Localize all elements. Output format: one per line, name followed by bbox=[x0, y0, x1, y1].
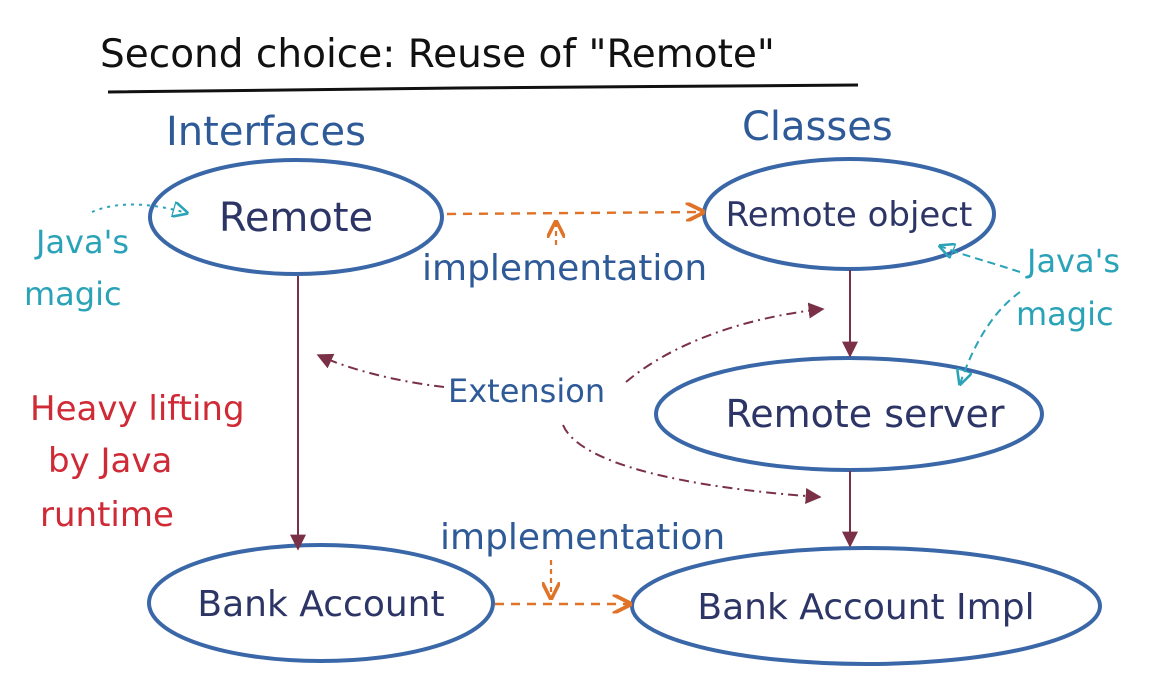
node-bank-account-impl-label: Bank Account Impl bbox=[697, 587, 1034, 628]
arrow-javas-magic-right-to-remote-object bbox=[940, 246, 1021, 273]
column-header-interfaces: Interfaces bbox=[166, 109, 366, 155]
label-heavy-lifting-line1: Heavy lifting bbox=[30, 389, 245, 429]
arrow-implementation-top bbox=[446, 212, 703, 214]
node-bank-account-label: Bank Account bbox=[197, 584, 444, 625]
node-remote-object-label: Remote object bbox=[726, 195, 973, 235]
title-text: Second choice: Reuse of "Remote" bbox=[100, 32, 775, 77]
node-remote-label: Remote bbox=[219, 195, 373, 241]
label-javas-magic-right-line2: magic bbox=[1016, 295, 1114, 333]
column-header-classes: Classes bbox=[742, 104, 893, 150]
label-javas-magic-left-line1: Java's bbox=[34, 223, 129, 261]
arrow-extension-to-bank-account-impl bbox=[562, 424, 822, 504]
arrow-javas-magic-left bbox=[91, 205, 187, 213]
label-heavy-lifting-line2: by Java bbox=[48, 441, 172, 481]
title-underline bbox=[107, 83, 859, 94]
node-bank-account bbox=[147, 543, 495, 663]
node-bank-account-impl bbox=[630, 546, 1102, 666]
arrow-extension-to-remote-object bbox=[625, 302, 825, 383]
label-implementation-top: implementation bbox=[422, 248, 707, 289]
arrow-extension-to-remote bbox=[316, 353, 445, 388]
label-extension: Extension bbox=[448, 372, 605, 410]
label-implementation-bottom: implementation bbox=[440, 517, 725, 558]
node-remote bbox=[148, 158, 444, 276]
arrow-javas-magic-right-to-remote-server bbox=[960, 291, 1021, 384]
label-javas-magic-right-line1: Java's bbox=[1025, 242, 1120, 280]
node-remote-server bbox=[654, 356, 1044, 472]
node-remote-server-label: Remote server bbox=[726, 392, 1005, 436]
label-javas-magic-left-line2: magic bbox=[24, 275, 122, 313]
label-heavy-lifting-line3: runtime bbox=[40, 495, 174, 535]
